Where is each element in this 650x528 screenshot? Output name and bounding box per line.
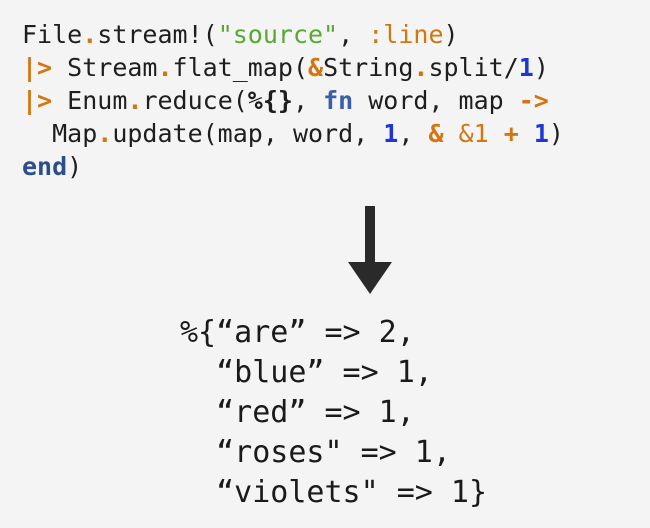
code-token: 1 <box>383 119 399 148</box>
result-line: %{“are” => 2, <box>180 315 415 350</box>
code-token: -> <box>518 86 549 115</box>
result-map: %{“are” => 2, “blue” => 1, “red” => 1, “… <box>180 313 487 513</box>
code-line: |> Enum.reduce(%{}, fn word, map -> <box>22 84 564 117</box>
code-token: &1 <box>458 119 489 148</box>
code-token <box>489 119 504 148</box>
code-token: |> <box>22 53 53 82</box>
code-token: ) <box>548 119 564 148</box>
code-token: , <box>292 86 324 115</box>
code-token: "source" <box>217 20 339 49</box>
code-token: |> <box>22 86 53 115</box>
code-line: |> Stream.flat_map(&String.split/1) <box>22 51 564 84</box>
code-line: File.stream!("source", :line) <box>22 18 564 51</box>
code-token: Enum <box>52 86 128 115</box>
code-token: ) <box>67 152 83 181</box>
code-token: , <box>338 20 369 49</box>
code-token: %{} <box>247 86 293 115</box>
arrow-head <box>348 262 392 294</box>
code-token: . <box>157 53 173 82</box>
code-token: end <box>22 152 68 181</box>
down-arrow-icon-svg <box>348 206 392 294</box>
down-arrow-icon <box>346 206 394 294</box>
code-token: . <box>82 20 98 49</box>
code-token: 1 <box>533 119 549 148</box>
code-token: 1 <box>518 53 534 82</box>
code-token: flat_map( <box>172 53 308 82</box>
code-token: Stream <box>52 53 158 82</box>
code-token: ) <box>533 53 549 82</box>
code-token: stream!( <box>97 20 218 49</box>
code-token: & <box>308 53 324 82</box>
code-token: update(map, word, <box>112 119 384 148</box>
code-token: File <box>22 20 83 49</box>
code-line: end) <box>22 150 564 183</box>
code-token: . <box>127 86 143 115</box>
code-token: split/ <box>428 53 519 82</box>
result-line: “red” => 1, <box>180 395 415 430</box>
code-token: fn <box>323 86 354 115</box>
code-token: :line <box>368 20 444 49</box>
code-token: & <box>428 119 444 148</box>
code-token: , <box>398 119 429 148</box>
code-token <box>519 119 534 148</box>
arrow-shaft <box>365 206 375 266</box>
code-block: File.stream!("source", :line)|> Stream.f… <box>22 18 564 183</box>
code-line: Map.update(map, word, 1, & &1 + 1) <box>22 117 564 150</box>
code-token: + <box>503 119 519 148</box>
code-token: ) <box>443 20 459 49</box>
code-token: reduce( <box>142 86 248 115</box>
result-line: “violets" => 1} <box>180 475 488 510</box>
code-token: . <box>97 119 113 148</box>
code-token: word, map <box>353 86 519 115</box>
code-token <box>444 119 459 148</box>
result-line: “roses" => 1, <box>180 435 451 470</box>
code-token: Map <box>22 119 98 148</box>
code-token: . <box>413 53 429 82</box>
code-token: String <box>323 53 414 82</box>
result-line: “blue” => 1, <box>180 355 433 390</box>
